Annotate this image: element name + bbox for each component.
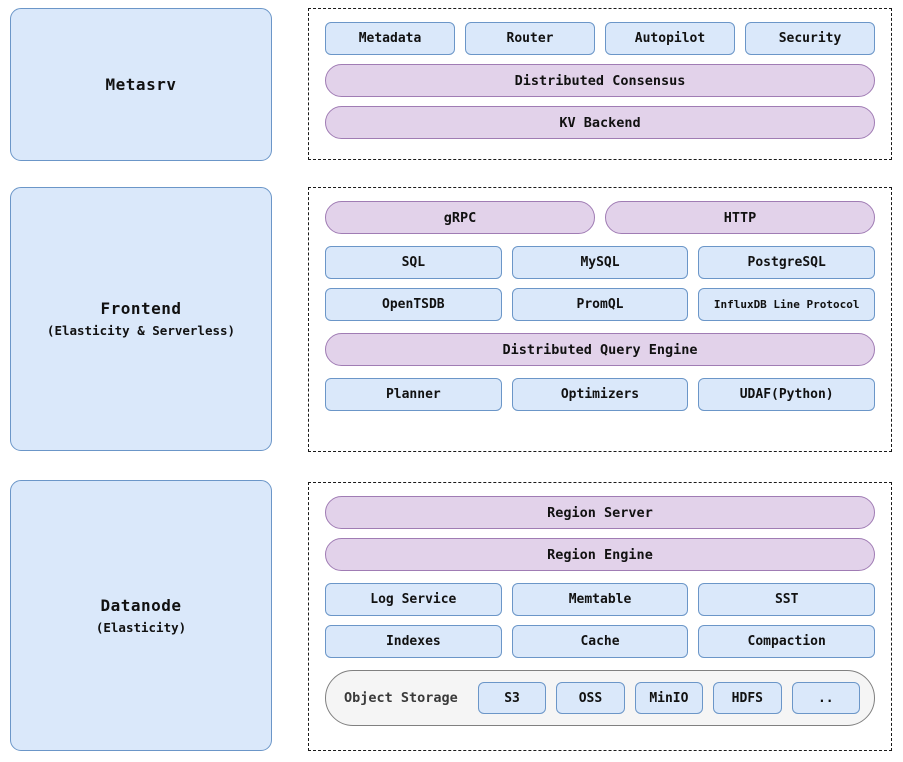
- component-promql[interactable]: PromQL: [511, 288, 689, 321]
- role-subtitle-frontend: (Elasticity & Serverless): [46, 323, 236, 339]
- component-s3[interactable]: S3: [477, 682, 547, 714]
- datanode-region-server-row: Region Server: [325, 496, 875, 529]
- role-panel-metasrv: Metasrv: [10, 8, 272, 161]
- component-oss[interactable]: OSS: [556, 682, 625, 714]
- frontend-protocols-row: gRPC HTTP: [325, 201, 875, 234]
- component-metadata[interactable]: Metadata: [325, 22, 455, 55]
- role-panel-frontend: Frontend (Elasticity & Serverless): [10, 187, 272, 451]
- component-region-server[interactable]: Region Server: [325, 496, 875, 529]
- component-distributed-query-engine[interactable]: Distributed Query Engine: [325, 333, 875, 366]
- component-planner[interactable]: Planner: [325, 378, 502, 411]
- component-sql[interactable]: SQL: [325, 246, 502, 279]
- role-subtitle-datanode: (Elasticity): [95, 619, 187, 635]
- metasrv-kv-row: KV Backend: [325, 106, 875, 139]
- frontend-query-engine-row: Distributed Query Engine: [325, 333, 875, 366]
- datanode-storage-row-1: Log Service Memtable SST: [325, 583, 876, 616]
- component-grpc[interactable]: gRPC: [325, 201, 595, 234]
- component-postgresql[interactable]: PostgreSQL: [698, 246, 876, 279]
- component-sst[interactable]: SST: [698, 583, 876, 616]
- component-minio[interactable]: MinIO: [634, 682, 704, 714]
- component-log-service[interactable]: Log Service: [325, 583, 502, 616]
- frontend-dialects-row-2: OpenTSDB PromQL InfluxDB Line Protocol: [325, 288, 876, 321]
- object-storage-group: Object Storage S3 OSS MinIO HDFS ..: [325, 670, 875, 726]
- role-panel-datanode: Datanode (Elasticity): [10, 480, 272, 751]
- component-hdfs[interactable]: HDFS: [713, 682, 782, 714]
- component-opentsdb[interactable]: OpenTSDB: [325, 288, 502, 321]
- component-kv-backend[interactable]: KV Backend: [325, 106, 875, 139]
- component-udaf-python[interactable]: UDAF(Python): [698, 378, 876, 411]
- component-cache[interactable]: Cache: [511, 625, 689, 658]
- frontend-engine-parts-row: Planner Optimizers UDAF(Python): [325, 378, 876, 411]
- component-http[interactable]: HTTP: [605, 201, 875, 234]
- component-optimizers[interactable]: Optimizers: [511, 378, 689, 411]
- section-frontend: gRPC HTTP SQL MySQL PostgreSQL OpenTSDB …: [308, 187, 892, 452]
- role-title-datanode: Datanode: [100, 595, 182, 615]
- component-influxdb-line-protocol[interactable]: InfluxDB Line Protocol: [698, 288, 876, 321]
- component-indexes[interactable]: Indexes: [325, 625, 502, 658]
- component-region-engine[interactable]: Region Engine: [325, 538, 875, 571]
- component-distributed-consensus[interactable]: Distributed Consensus: [325, 64, 875, 97]
- role-title-frontend: Frontend: [100, 299, 182, 319]
- component-compaction[interactable]: Compaction: [698, 625, 876, 658]
- role-title-metasrv: Metasrv: [105, 74, 177, 94]
- datanode-region-engine-row: Region Engine: [325, 538, 875, 571]
- datanode-storage-row-2: Indexes Cache Compaction: [325, 625, 876, 658]
- component-autopilot[interactable]: Autopilot: [605, 22, 735, 55]
- component-security[interactable]: Security: [745, 22, 875, 55]
- component-memtable[interactable]: Memtable: [511, 583, 689, 616]
- section-metasrv: Metadata Router Autopilot Security Distr…: [308, 8, 892, 160]
- component-router[interactable]: Router: [465, 22, 595, 55]
- component-more-backends[interactable]: ..: [791, 682, 860, 714]
- metasrv-services-row: Metadata Router Autopilot Security: [325, 22, 875, 55]
- frontend-dialects-row-1: SQL MySQL PostgreSQL: [325, 246, 876, 279]
- metasrv-consensus-row: Distributed Consensus: [325, 64, 875, 97]
- object-storage-label: Object Storage: [344, 690, 458, 706]
- section-datanode: Region Server Region Engine Log Service …: [308, 482, 892, 751]
- component-mysql[interactable]: MySQL: [511, 246, 689, 279]
